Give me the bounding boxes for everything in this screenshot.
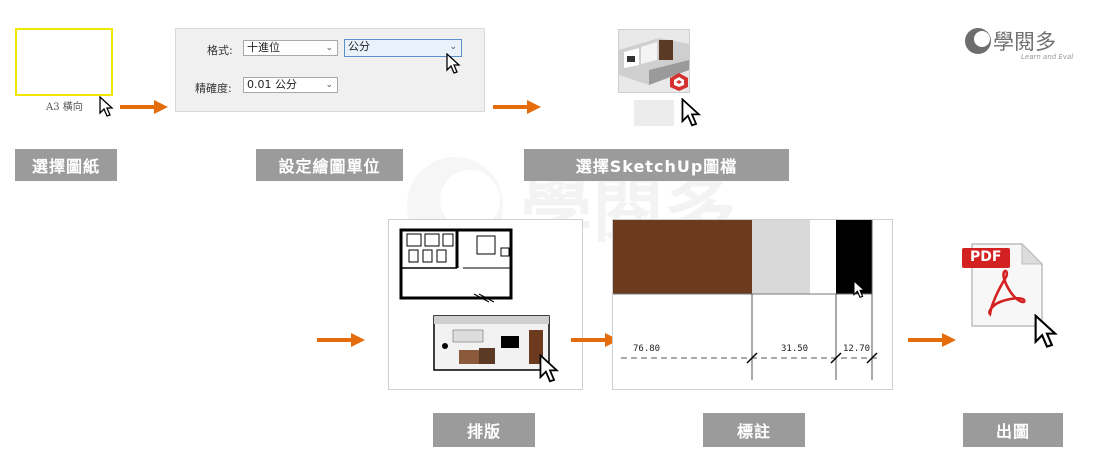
unit-select[interactable]: 公分 ⌄ (344, 39, 462, 57)
pdf-badge (962, 248, 1010, 268)
logo-tagline: Learn and Eval (1021, 53, 1074, 61)
flow-arrow-1 (120, 100, 168, 114)
cursor-icon (1034, 314, 1058, 348)
pdf-badge-text: PDF (970, 249, 1002, 265)
file-name-placeholder (634, 100, 674, 126)
format-label: 格式: (207, 44, 233, 57)
dimension-label-3: 12.70 (843, 344, 871, 354)
flow-arrow-3 (317, 333, 365, 347)
units-dialog: 格式: 十進位 ⌄ 公分 ⌄ 精確度: 0.01 公分 ⌄ (175, 28, 485, 112)
dimension-preview: 76.80 31.50 12.70 (612, 219, 893, 390)
format-select[interactable]: 十進位 ⌄ (243, 40, 338, 56)
paper-caption: A3 橫向 (46, 102, 83, 113)
dimension-label-2: 31.50 (781, 344, 809, 354)
flow-arrow-5 (908, 333, 956, 347)
cursor-icon (853, 280, 866, 298)
floor-plan-drawing (399, 228, 550, 371)
step-label-choose-paper: 選擇圖紙 (15, 149, 117, 181)
step-label-choose-sketchup: 選擇SketchUp圖檔 (524, 149, 789, 181)
step-label-output: 出圖 (963, 413, 1063, 447)
step-label-set-units: 設定繪圖單位 (256, 149, 403, 181)
dimension-drawing (613, 220, 881, 380)
step-label-dimension: 標註 (703, 413, 805, 447)
sketchup-icon (670, 73, 688, 91)
dimension-label-1: 76.80 (633, 344, 661, 354)
precision-value: 0.01 公分 (247, 78, 297, 91)
cursor-icon (99, 96, 114, 117)
chevron-down-icon: ⌄ (449, 42, 457, 52)
sketchup-thumbnail (618, 29, 690, 93)
paper-preview (15, 28, 113, 96)
precision-select[interactable]: 0.01 公分 ⌄ (243, 77, 338, 93)
layout-preview (388, 219, 583, 390)
format-value: 十進位 (247, 41, 280, 54)
logo-mark-icon (965, 28, 991, 54)
logo-brand-text: 學閱多 (993, 30, 1056, 54)
brand-logo: 學閱多 Learn and Eval (963, 24, 1083, 64)
pdf-file-icon: PDF (960, 242, 1058, 352)
chevron-down-icon: ⌄ (325, 43, 333, 53)
precision-label: 精確度: (195, 82, 232, 95)
cursor-icon (681, 98, 702, 127)
flow-arrow-2 (493, 100, 541, 114)
unit-value: 公分 (348, 40, 370, 53)
chevron-down-icon: ⌄ (325, 80, 333, 90)
cursor-icon (539, 354, 560, 383)
step-label-layout: 排版 (433, 413, 535, 447)
cursor-icon (446, 53, 461, 74)
